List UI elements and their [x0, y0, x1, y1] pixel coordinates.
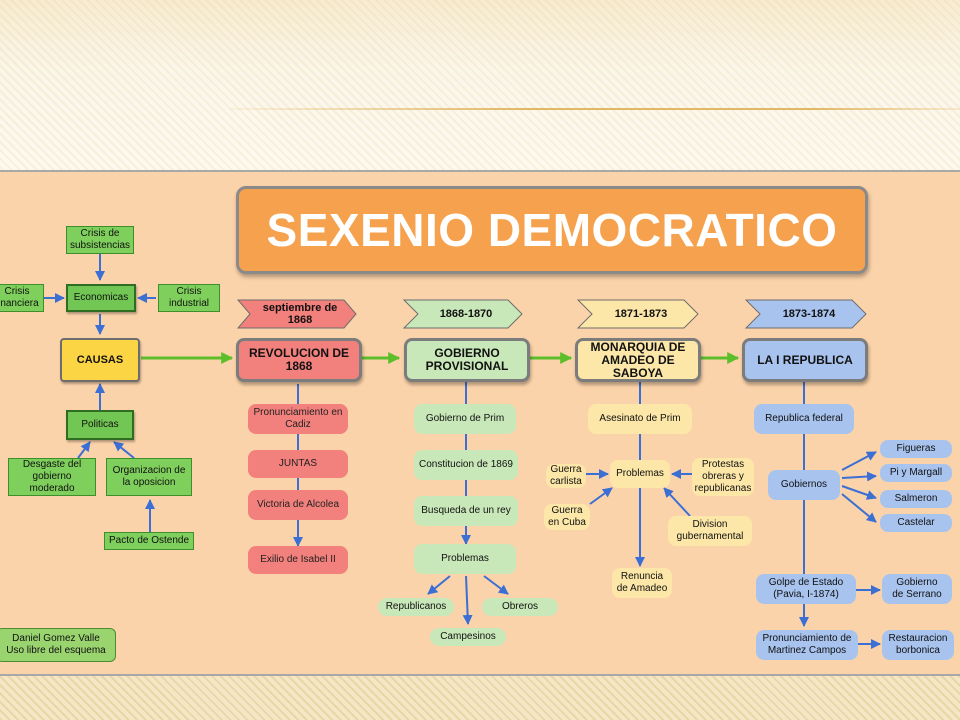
node-obreros: Obreros: [482, 598, 558, 616]
date-label-1868-1870: 1868-1870: [439, 308, 493, 320]
node-economicas: Economicas: [66, 284, 136, 312]
connector-layer: [44, 254, 881, 649]
node-republica-federal: Republica federal: [754, 404, 854, 434]
arrow-gobiernos-castelar: [841, 493, 877, 523]
node-republicanos: Republicanos: [378, 598, 454, 616]
node-restauracion-borbonica: Restauracion borbonica: [882, 630, 954, 660]
date-label-1868: septiembre de 1868: [262, 302, 338, 326]
node-crisis-industrial: Crisis industrial: [158, 284, 220, 312]
node-problemas-monarquia: Problemas: [610, 460, 670, 488]
arrow-problemas-obreros: [483, 575, 509, 595]
concept-map: SEXENIO DEMOCRATICO Crisis de subsistenc…: [0, 170, 960, 676]
node-exilio-isabel: Exilio de Isabel II: [248, 546, 348, 574]
node-gobierno-serrano: Gobierno de Serrano: [882, 574, 952, 604]
node-asesinato-prim: Asesinato de Prim: [588, 404, 692, 434]
node-castelar: Castelar: [880, 514, 952, 532]
node-salmeron: Salmeron: [880, 490, 952, 508]
node-monarquia-amadeo: MONARQUIA DE AMADEO DE SABOYA: [575, 338, 701, 382]
arrow-organizacion-politicas: [113, 441, 135, 459]
diagram-title: SEXENIO DEMOCRATICO: [236, 186, 868, 274]
arrow-problemas-campesinos: [462, 575, 473, 625]
node-pronunciamiento-cadiz: Pronunciamiento en Cadiz: [248, 404, 348, 434]
node-division-gubernamental: Division gubernamental: [668, 516, 752, 546]
date-banner-1868-shape: [236, 299, 357, 329]
arrow-desgaste-politicas: [77, 441, 91, 459]
author-credit: Daniel Gomez Valle Uso libre del esquema: [0, 628, 116, 662]
node-politicas: Politicas: [66, 410, 134, 440]
node-constitucion-1869: Constitucion de 1869: [414, 450, 518, 480]
date-label-1871-1873: 1871-1873: [614, 308, 668, 320]
node-juntas: JUNTAS: [248, 450, 348, 478]
node-problemas-gobierno: Problemas: [414, 544, 516, 574]
node-primera-republica: LA I REPUBLICA: [742, 338, 868, 382]
node-desgaste-gobierno: Desgaste del gobierno moderado: [8, 458, 96, 496]
node-protestas: Protestas obreras y republicanas: [692, 458, 754, 496]
node-figueras: Figueras: [880, 440, 952, 458]
node-campesinos: Campesinos: [430, 628, 506, 646]
node-pronunciamiento-martinez-campos: Pronunciamiento de Martinez Campos: [756, 630, 858, 660]
node-causas: CAUSAS: [60, 338, 140, 382]
node-gobiernos: Gobiernos: [768, 470, 840, 500]
node-crisis-financiera: Crisis financiera: [0, 284, 44, 312]
node-crisis-subsistencias: Crisis de subsistencias: [66, 226, 134, 254]
arrow-problemas-republicanos: [427, 575, 451, 595]
title-underline: [230, 108, 960, 110]
arrow-gobiernos-figueras: [841, 451, 877, 471]
node-renuncia-amadeo: Renuncia de Amadeo: [612, 568, 672, 598]
arrow-cuba-problemas: [589, 487, 613, 505]
node-victoria-alcolea: Victoria de Alcolea: [248, 490, 348, 520]
date-banner-1871-1873-shape: [576, 299, 699, 329]
node-organizacion-oposicion: Organizacion de la oposicion: [106, 458, 192, 496]
date-banner-1868-1870-shape: [402, 299, 523, 329]
node-golpe-pavia: Golpe de Estado (Pavia, I-1874): [756, 574, 856, 604]
arrow-gobiernos-pimargall: [841, 471, 877, 482]
date-banner-1873-1874-shape: [744, 299, 867, 329]
node-gobierno-prim: Gobierno de Prim: [414, 404, 516, 434]
footer-band: [0, 676, 960, 720]
node-guerra-carlista: Guerra carlista: [546, 464, 586, 488]
node-pacto-ostende: Pacto de Ostende: [104, 532, 194, 550]
node-gobierno-provisional: GOBIERNO PROVISIONAL: [404, 338, 530, 382]
node-guerra-cuba: Guerra en Cuba: [544, 504, 590, 530]
node-pi-y-margall: Pi y Margall: [880, 464, 952, 482]
date-label-1873-1874: 1873-1874: [782, 308, 836, 320]
arrow-division-problemas: [663, 487, 691, 517]
arrow-gobiernos-salmeron: [841, 485, 877, 500]
node-revolucion-1868: REVOLUCION DE 1868: [236, 338, 362, 382]
node-busqueda-rey: Busqueda de un rey: [414, 496, 518, 526]
